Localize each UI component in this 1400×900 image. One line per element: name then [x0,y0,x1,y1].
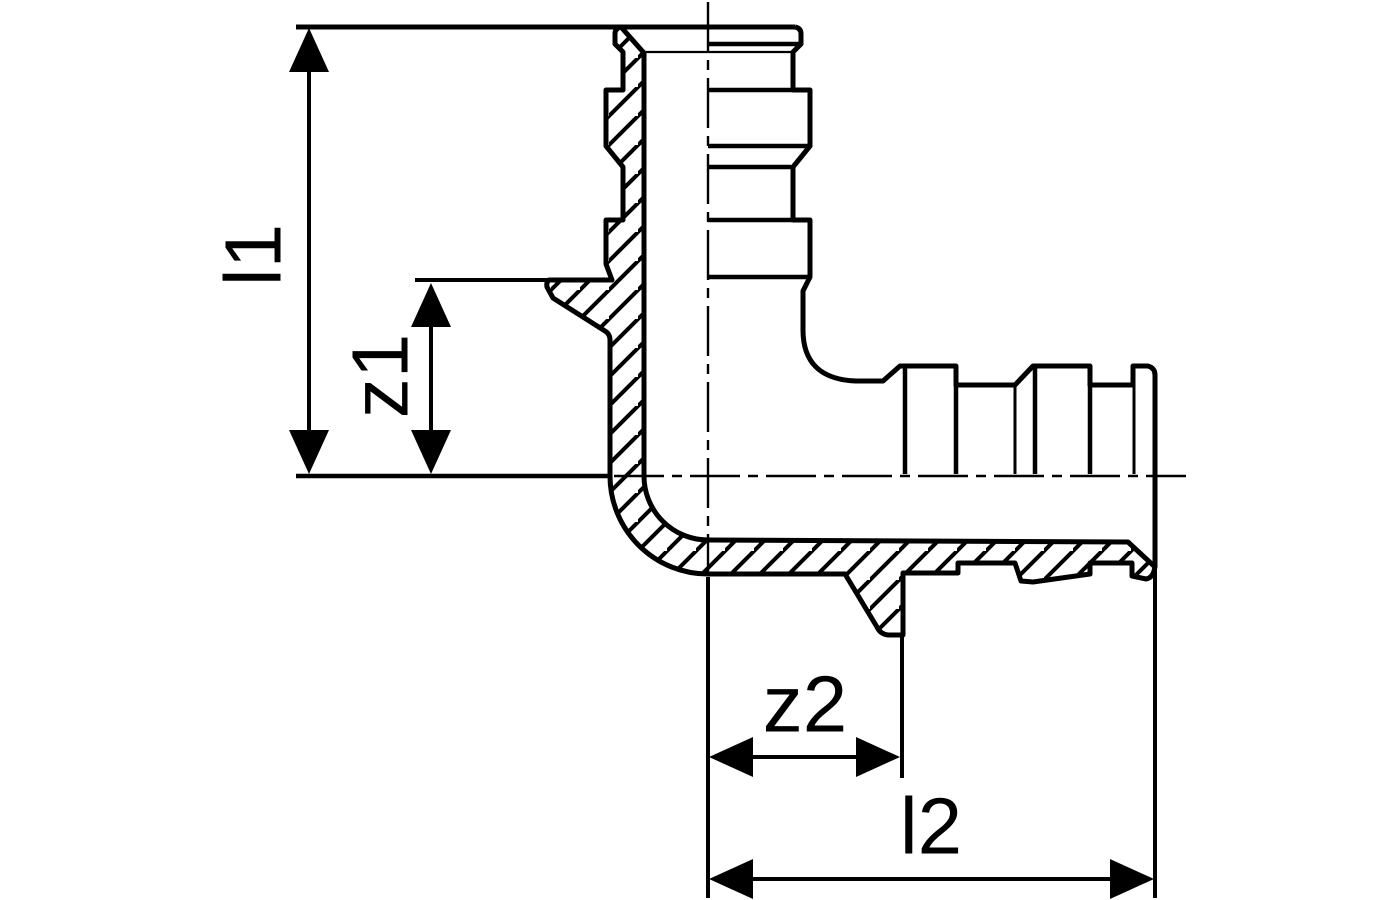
dimension-label-l1: l1 [209,224,298,286]
z2-arrowhead-right [856,737,900,777]
dimension-z1: z1 [336,278,552,474]
rib-edge-right-arm [902,367,1093,474]
dimension-l2: l2 [709,569,1157,899]
rib-edge-top-arm [708,41,808,280]
fitting-sectioned-wall [544,24,1158,638]
z1-arrowhead-top [411,283,451,327]
dimension-z2: z2 [706,577,904,898]
z2-arrowhead-left [709,737,753,777]
l1-arrowhead-bottom [289,430,329,474]
external-profile-path [790,24,1158,473]
dimension-label-z1: z1 [336,334,425,419]
dimension-label-l2: l2 [900,782,962,871]
z1-arrowhead-bottom [411,430,451,474]
dimension-l1: l1 [209,28,329,474]
centerlines [296,2,1186,572]
l2-arrowhead-left [709,859,753,899]
l2-arrowhead-right [1110,859,1154,899]
fitting-external-profile [296,24,1158,567]
section-hatch-region [544,24,1158,638]
rib-edge-lines [644,41,1136,474]
dimension-label-z2: z2 [763,660,848,749]
l1-arrowhead-top [289,28,329,72]
rib-edge-right-arm-minor [1013,375,1136,474]
